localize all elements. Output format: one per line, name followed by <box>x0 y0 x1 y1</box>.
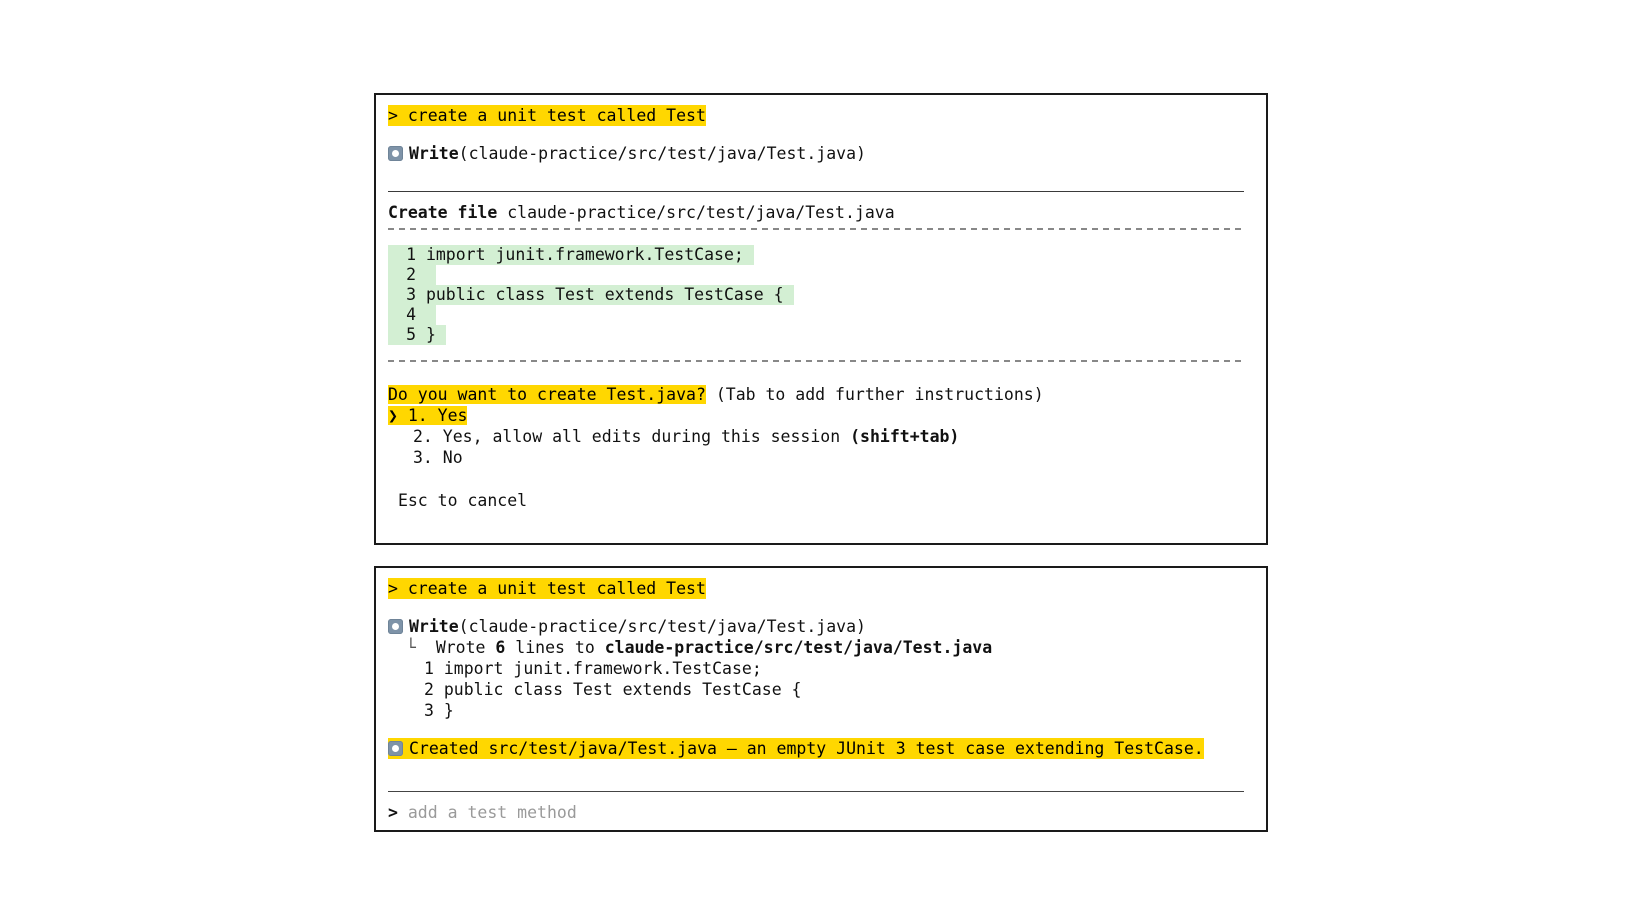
file-line-number: 2 <box>424 680 434 699</box>
wrote-path: claude-practice/src/test/java/Test.java <box>604 638 993 657</box>
diff-row: 5 } <box>388 325 1252 345</box>
tool-call-line[interactable]: Write(claude-practice/src/test/java/Test… <box>388 143 1252 164</box>
diff-line-number: 2 <box>406 265 416 284</box>
cancel-hint: Esc to cancel <box>397 491 528 510</box>
diff-body: 1 import junit.framework.TestCase; 2 3 p… <box>388 245 1252 345</box>
wrote-prefix: Wrote <box>435 638 486 657</box>
input-prompt-marker: > <box>388 803 398 822</box>
input-top-separator <box>388 791 1244 792</box>
diff-line-number: 4 <box>406 305 416 324</box>
diff-line-text <box>416 325 426 344</box>
option-label: 3. No <box>413 448 463 467</box>
confirm-question-line: Do you want to create Test.java? (Tab to… <box>388 384 1252 405</box>
option-label: 1. Yes <box>407 406 468 425</box>
diff-line-number: 5 <box>406 325 416 344</box>
diff-line-number: 3 <box>406 285 416 304</box>
diff-line-text <box>416 265 426 284</box>
tool-name: Write <box>409 144 459 163</box>
diff-line-content: import junit.framework.TestCase; <box>425 245 744 264</box>
diff-line-content: public class Test extends TestCase { <box>425 285 784 304</box>
file-line: 2 public class Test extends TestCase { <box>388 679 1252 700</box>
diff-header: Create file claude-practice/src/test/jav… <box>388 202 1252 223</box>
tool-name: Write <box>409 617 459 636</box>
tree-branch-glyph: └ <box>406 638 416 657</box>
assistant-response-icon <box>388 741 403 756</box>
confirm-question-hint: (Tab to add further instructions) <box>715 385 1044 404</box>
user-prompt-line: > create a unit test called Test <box>388 105 1252 126</box>
tool-call-line[interactable]: Write(claude-practice/src/test/java/Test… <box>388 616 1252 637</box>
write-tool-icon <box>388 619 403 634</box>
diff-line-text <box>416 245 426 264</box>
user-prompt-line: > create a unit test called Test <box>388 578 1252 599</box>
diff-row: 1 import junit.framework.TestCase; <box>388 245 1252 265</box>
diff-header-path: claude-practice/src/test/java/Test.java <box>507 203 895 222</box>
confirmation-panel: > create a unit test called Test Write(c… <box>374 93 1268 545</box>
input-prompt-row[interactable]: > add a test method <box>388 802 1252 823</box>
option-shortcut: (shift+tab) <box>850 427 960 446</box>
diff-line-number: 1 <box>406 245 416 264</box>
confirm-question: Do you want to create Test.java? <box>388 385 706 404</box>
written-file-preview: 1 import junit.framework.TestCase; 2 pub… <box>388 658 1252 721</box>
user-prompt-text: > create a unit test called Test <box>388 105 706 126</box>
option-row-2[interactable]: 2. Yes, allow all edits during this sess… <box>388 426 1252 447</box>
diff-line-text <box>416 285 426 304</box>
file-line: 3 } <box>388 700 1252 721</box>
wrote-count: 6 <box>495 638 506 657</box>
file-line-number: 3 <box>424 701 434 720</box>
file-line-number: 1 <box>424 659 434 678</box>
user-prompt-text: > create a unit test called Test <box>388 578 706 599</box>
write-tool-icon <box>388 146 403 161</box>
diff-row: 4 <box>388 305 1252 325</box>
file-line-content: import junit.framework.TestCase; <box>443 659 762 678</box>
option-label: 2. Yes, allow all edits during this sess… <box>413 427 841 446</box>
option-selected-marker: ❯ <box>388 406 398 425</box>
diff-bottom-separator <box>388 360 1244 362</box>
file-line-content: public class Test extends TestCase { <box>443 680 802 699</box>
result-panel: > create a unit test called Test Write(c… <box>374 566 1268 832</box>
option-row-1[interactable]: ❯ 1. Yes <box>388 405 1252 426</box>
diff-header-label: Create file <box>388 203 498 222</box>
diff-top-separator <box>388 191 1244 192</box>
input-placeholder: add a test method <box>407 803 577 822</box>
diff-line-text <box>416 305 426 324</box>
diff-line-content: } <box>425 325 436 344</box>
file-line: 1 import junit.framework.TestCase; <box>388 658 1252 679</box>
assistant-message: Created src/test/java/Test.java — an emp… <box>409 739 1204 758</box>
tool-result-line: └ Wrote 6 lines to claude-practice/src/t… <box>388 637 1252 658</box>
wrote-middle: lines to <box>515 638 595 657</box>
file-line-content: } <box>443 701 454 720</box>
tool-args: (claude-practice/src/test/java/Test.java… <box>458 144 866 163</box>
diff-header-separator <box>388 228 1244 230</box>
diff-row: 3 public class Test extends TestCase { <box>388 285 1252 305</box>
option-row-3[interactable]: 3. No <box>388 447 1252 468</box>
tool-args: (claude-practice/src/test/java/Test.java… <box>458 617 866 636</box>
diff-row: 2 <box>388 265 1252 285</box>
assistant-message-line: Created src/test/java/Test.java — an emp… <box>388 738 1252 759</box>
